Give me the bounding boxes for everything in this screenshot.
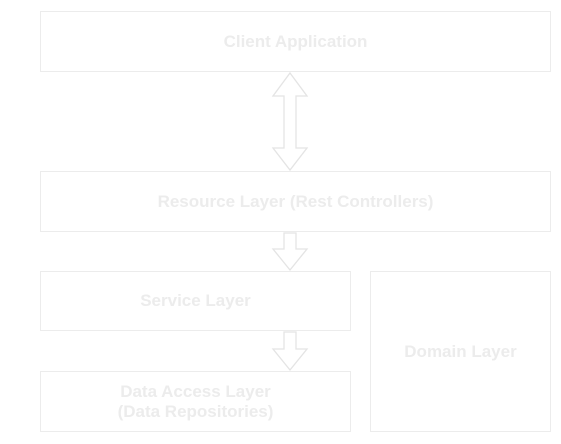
data-access-layer-box: Data Access Layer (Data Repositories) [40, 371, 351, 432]
service-layer-box: Service Layer [40, 271, 351, 331]
resource-service-down-arrow [271, 232, 309, 272]
domain-layer-box: Domain Layer [370, 271, 551, 432]
resource-layer-label: Resource Layer (Rest Controllers) [157, 191, 434, 211]
data-repositories-label: (Data Repositories) [117, 401, 274, 421]
service-layer-label: Service Layer [140, 291, 251, 310]
client-application-label: Client Application [223, 31, 368, 51]
client-resource-bidirectional-arrow [271, 71, 309, 172]
service-data-access-down-arrow [271, 331, 309, 372]
domain-layer-label: Domain Layer [404, 341, 517, 361]
client-application-box: Client Application [40, 11, 551, 72]
data-access-layer-label: Data Access Layer [120, 381, 271, 401]
resource-layer-box: Resource Layer (Rest Controllers) [40, 171, 551, 232]
